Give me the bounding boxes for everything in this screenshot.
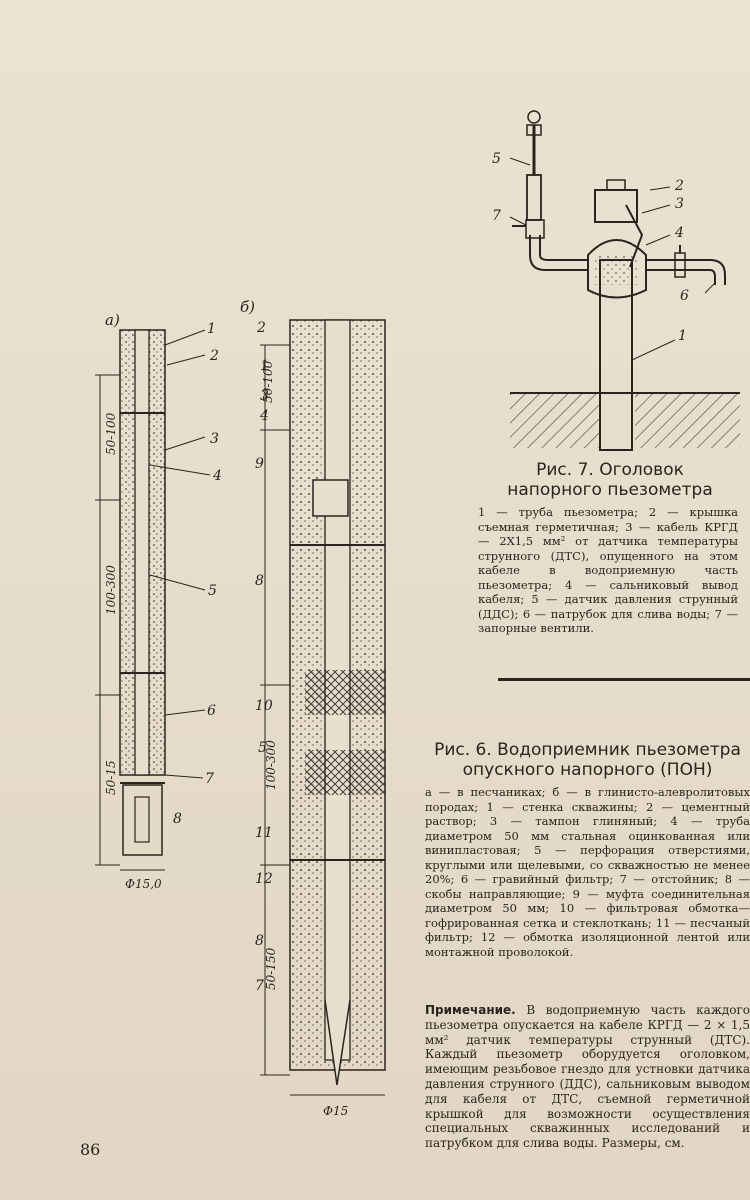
svg-text:3: 3 (210, 431, 219, 447)
figure-6-legend: а — в песчаниках; б — в глинисто-алеврол… (425, 785, 750, 959)
figure-7-legend: 1 — труба пьезометра; 2 — крышка съемная… (478, 505, 738, 635)
svg-text:Ф15,0: Ф15,0 (125, 877, 162, 891)
svg-text:50-15: 50-15 (104, 760, 118, 795)
svg-text:8: 8 (173, 811, 182, 827)
svg-text:1: 1 (207, 321, 216, 337)
svg-text:6: 6 (680, 288, 689, 304)
svg-text:б): б) (240, 300, 255, 316)
divider-rule (498, 678, 750, 681)
svg-text:50-100: 50-100 (104, 412, 118, 455)
svg-text:4: 4 (674, 225, 684, 241)
figure-6b-drawing: б) 50-100 100-300 50-150 Ф15 2 1 3 4 9 (235, 300, 420, 1130)
svg-text:8: 8 (255, 933, 264, 949)
svg-text:9: 9 (255, 456, 264, 472)
svg-text:1: 1 (260, 358, 269, 374)
svg-text:50-150: 50-150 (264, 947, 278, 990)
svg-text:1: 1 (678, 328, 687, 344)
svg-text:7: 7 (205, 771, 214, 787)
svg-text:3: 3 (675, 196, 684, 212)
svg-text:5: 5 (208, 583, 217, 599)
svg-text:50-100: 50-100 (261, 360, 275, 403)
svg-text:4: 4 (259, 408, 269, 424)
note-text: В водоприемную часть каждого пьезометра … (425, 1003, 750, 1151)
figure-7-drawing: 5 2 3 4 6 7 1 (470, 95, 750, 455)
svg-text:12: 12 (255, 871, 273, 887)
svg-text:2: 2 (256, 320, 266, 336)
svg-text:7: 7 (492, 208, 501, 224)
svg-text:7: 7 (255, 978, 264, 994)
note-heading: Примечание. (425, 1003, 516, 1017)
svg-text:100-300: 100-300 (104, 565, 118, 615)
svg-text:100-300: 100-300 (264, 740, 278, 790)
figure-6-title: Рис. 6. Водоприемник пьезометра опускног… (434, 740, 741, 780)
svg-text:3: 3 (260, 388, 269, 404)
panel-a-marker: а) (105, 311, 120, 329)
page-number: 86 (80, 1140, 101, 1159)
svg-text:2: 2 (209, 348, 219, 364)
svg-text:11: 11 (255, 825, 273, 841)
svg-text:2: 2 (674, 178, 684, 194)
svg-text:6: 6 (207, 703, 216, 719)
svg-text:Ф15: Ф15 (323, 1104, 348, 1118)
svg-text:10: 10 (255, 698, 273, 714)
svg-text:5: 5 (492, 151, 501, 167)
figure-6a-drawing: а) 50-100 100-300 50-15 Ф15,0 (75, 305, 235, 905)
svg-text:5: 5 (258, 740, 267, 756)
note: Примечание. В водоприемную часть каждого… (425, 1003, 750, 1151)
svg-text:8: 8 (255, 573, 264, 589)
figure-7-title: Рис. 7. Оголовок напорного пьезометра (507, 460, 713, 500)
svg-text:4: 4 (212, 468, 222, 484)
